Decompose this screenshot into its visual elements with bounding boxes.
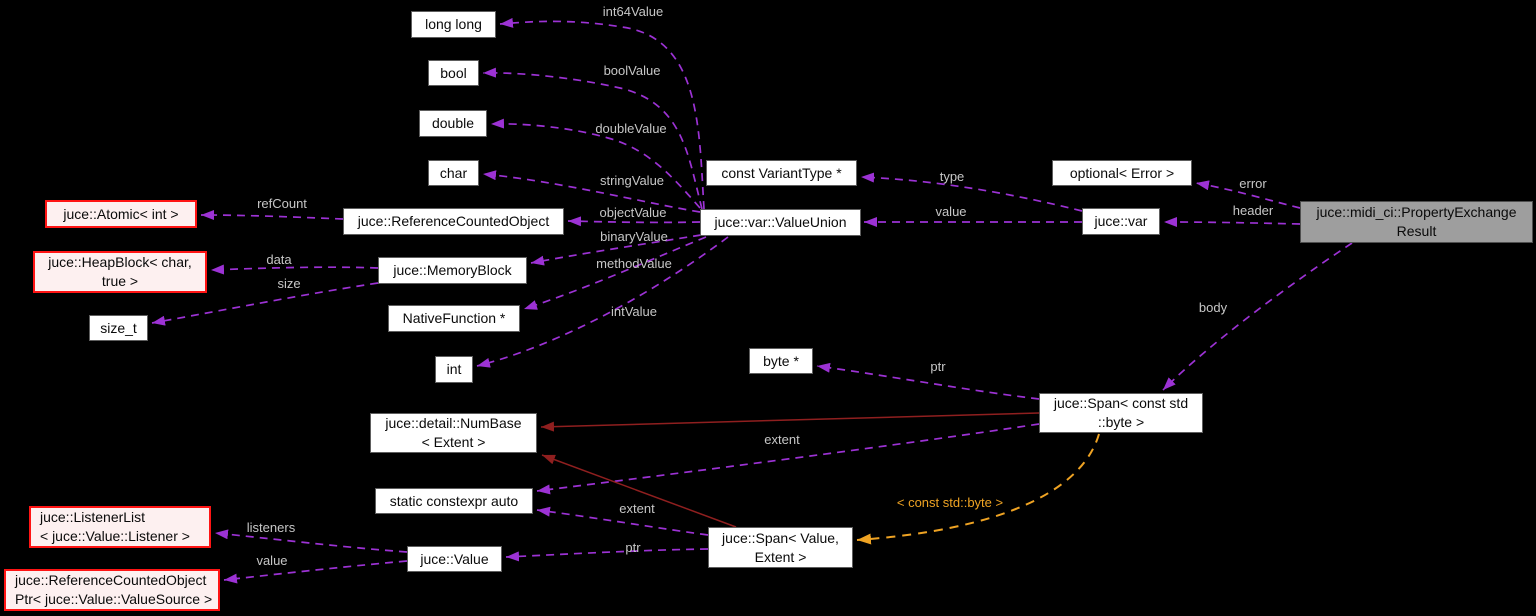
- edge-label-ptr-byte: ptr: [930, 359, 946, 374]
- edge-boolvalue: [482, 67, 703, 210]
- node-bool[interactable]: bool: [428, 60, 479, 86]
- edge-methodvalue: [523, 236, 707, 310]
- edge-label-type: type: [940, 169, 965, 184]
- edge-label-refcount: refCount: [257, 196, 307, 211]
- edge-label-boolvalue: boolValue: [604, 63, 661, 78]
- edge-label-extent-value: extent: [619, 501, 655, 516]
- node-juce-value[interactable]: juce::Value: [407, 546, 502, 572]
- edge-ptr-value: [505, 548, 709, 562]
- node-nativefunction-ptr[interactable]: NativeFunction *: [388, 305, 520, 332]
- edge-label-int64value: int64Value: [603, 4, 663, 19]
- edge-doublevalue: [490, 118, 701, 209]
- node-double[interactable]: double: [419, 110, 487, 137]
- edge-stringvalue: [482, 170, 701, 213]
- node-optional-error[interactable]: optional< Error >: [1052, 160, 1192, 186]
- edge-type: [860, 172, 1083, 212]
- edge-listeners: [214, 529, 408, 553]
- edge-label-template-args: < const std::byte >: [897, 495, 1003, 510]
- edge-int64value: [499, 17, 705, 210]
- edge-binaryvalue: [530, 234, 702, 266]
- node-const-varianttype-ptr[interactable]: const VariantType *: [706, 160, 857, 186]
- edge-inherit-span-const: [540, 412, 1040, 432]
- edge-ptr-byte: [816, 362, 1040, 400]
- node-juce-heapblock[interactable]: juce::HeapBlock< char, true >: [33, 251, 207, 293]
- edge-label-intvalue: intValue: [611, 304, 657, 319]
- node-juce-listenerlist[interactable]: juce::ListenerList < juce::Value::Listen…: [29, 506, 211, 548]
- node-juce-atomic-int[interactable]: juce::Atomic< int >: [45, 200, 197, 228]
- edge-label-binaryvalue: binaryValue: [600, 229, 668, 244]
- edge-label-value: value: [935, 204, 966, 219]
- edge-label-doublevalue: doubleValue: [595, 121, 666, 136]
- edge-inherit-span-value: [541, 454, 737, 528]
- edge-label-header: header: [1233, 203, 1274, 218]
- node-juce-span-value-extent[interactable]: juce::Span< Value, Extent >: [708, 527, 853, 568]
- edge-label-data: data: [266, 252, 292, 267]
- edge-label-objectvalue: objectValue: [600, 205, 667, 220]
- node-juce-referencecountedobjectptr[interactable]: juce::ReferenceCountedObject Ptr< juce::…: [4, 569, 220, 611]
- edge-label-error: error: [1239, 176, 1267, 191]
- node-juce-memoryblock[interactable]: juce::MemoryBlock: [378, 257, 527, 284]
- node-byte-ptr[interactable]: byte *: [749, 348, 813, 374]
- node-char[interactable]: char: [428, 160, 479, 186]
- edge-label-value-source: value: [256, 553, 287, 568]
- edge-extent-const: [536, 423, 1040, 495]
- node-juce-referencecountedobject[interactable]: juce::ReferenceCountedObject: [343, 208, 564, 235]
- node-static-constexpr-auto[interactable]: static constexpr auto: [375, 488, 533, 514]
- edge-refcount: [200, 210, 344, 221]
- edge-label-stringvalue: stringValue: [600, 173, 664, 188]
- edge-template-instance: [856, 433, 1100, 545]
- node-juce-var[interactable]: juce::var: [1082, 208, 1160, 235]
- edge-objectvalue: [567, 216, 701, 227]
- node-juce-midi-ci-propertyexchangeresult: juce::midi_ci::PropertyExchange Result: [1300, 201, 1533, 243]
- node-long-long[interactable]: long long: [411, 11, 496, 38]
- edge-label-methodvalue: methodValue: [596, 256, 672, 271]
- node-size-t[interactable]: size_t: [89, 315, 148, 341]
- edge-header: [1163, 217, 1301, 228]
- edge-label-body: body: [1199, 300, 1228, 315]
- edge-data: [210, 264, 379, 275]
- edge-label-extent-const: extent: [764, 432, 800, 447]
- edge-value-source: [223, 560, 408, 584]
- node-juce-span-const-std-byte[interactable]: juce::Span< const std ::byte >: [1039, 393, 1203, 433]
- node-int[interactable]: int: [435, 356, 473, 383]
- edge-intvalue: [476, 236, 729, 368]
- node-juce-var-valueunion[interactable]: juce::var::ValueUnion: [700, 209, 861, 236]
- edge-body: [1162, 242, 1353, 391]
- edge-label-listeners: listeners: [247, 520, 296, 535]
- node-juce-detail-numbase[interactable]: juce::detail::NumBase < Extent >: [370, 413, 537, 453]
- edge-label-ptr-value: ptr: [625, 540, 641, 555]
- edge-extent-value: [536, 506, 709, 536]
- edge-size: [151, 282, 379, 326]
- edge-label-size: size: [277, 276, 300, 291]
